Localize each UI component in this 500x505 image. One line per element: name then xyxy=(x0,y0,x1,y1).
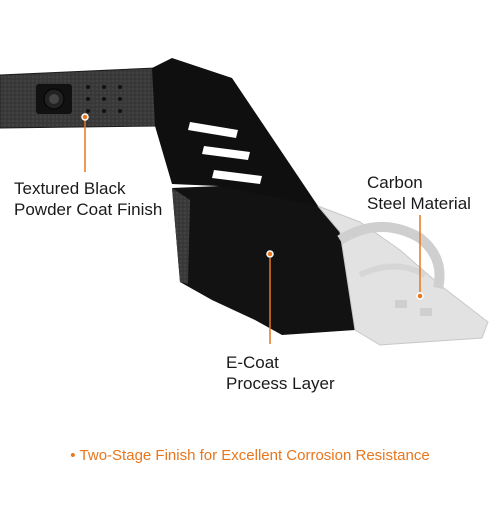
footer-feature-line: •Two-Stage Finish for Excellent Corrosio… xyxy=(0,447,500,464)
callout-textured-finish: Textured Black Powder Coat Finish xyxy=(14,178,162,220)
bullet-icon: • xyxy=(70,447,76,464)
callout-textured-line1: Textured Black xyxy=(14,179,126,198)
callout-ecoat-line2: Process Layer xyxy=(226,374,335,393)
raw-steel-section xyxy=(317,205,489,346)
callout-dot-carbon xyxy=(416,292,424,300)
lower-panel xyxy=(172,186,355,335)
callout-carbon-line1: Carbon xyxy=(367,173,423,192)
textured-bar xyxy=(0,67,159,129)
callout-ecoat: E-Coat Process Layer xyxy=(226,352,335,394)
callout-carbon-steel: Carbon Steel Material xyxy=(367,172,471,214)
upper-panel xyxy=(152,58,318,210)
callout-carbon-line2: Steel Material xyxy=(367,194,471,213)
footer-text: Two-Stage Finish for Excellent Corrosion… xyxy=(79,447,430,464)
callout-dot-ecoat xyxy=(266,250,274,258)
callout-textured-line2: Powder Coat Finish xyxy=(14,200,163,219)
callout-dot-textured xyxy=(81,113,89,121)
callout-leaders xyxy=(81,113,424,344)
callout-ecoat-line1: E-Coat xyxy=(226,353,279,372)
